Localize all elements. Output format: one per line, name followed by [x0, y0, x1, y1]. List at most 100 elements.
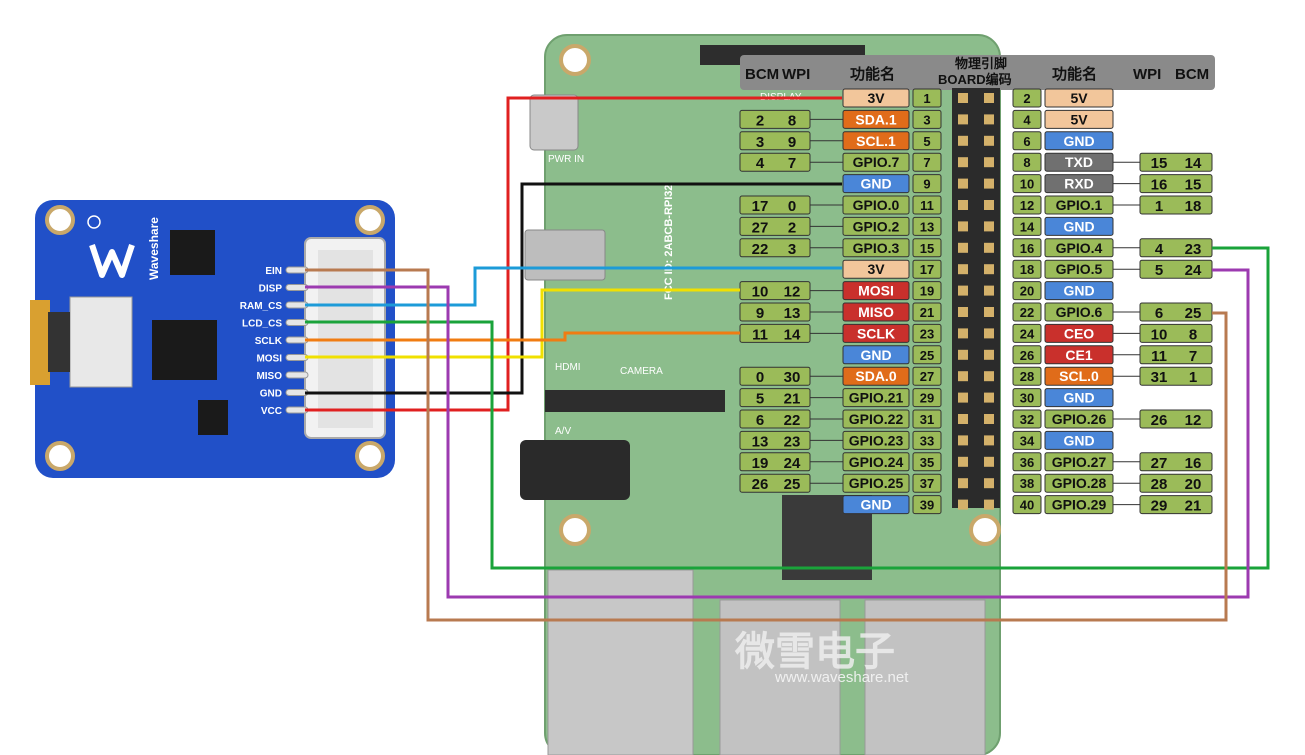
wpi-number: 15 [1151, 155, 1168, 172]
header-pin-even [984, 307, 994, 317]
header-pin-even [984, 392, 994, 403]
pin-number-box [912, 495, 942, 515]
header-pin-even [984, 285, 994, 296]
bcm-number: 15 [1185, 177, 1202, 194]
bcm-number: 14 [1185, 155, 1202, 172]
header-pin-even [984, 135, 994, 146]
module-pin-label: LCD_CS [242, 319, 282, 330]
pin-number: 36 [1020, 455, 1034, 470]
pin-number: 12 [1020, 198, 1034, 213]
header-pin-odd [958, 456, 968, 467]
header-pin-even [984, 157, 994, 168]
module-pin-label: RAM_CS [240, 301, 283, 312]
pin-function: SDA.0 [855, 368, 896, 384]
hdmi-port [524, 229, 606, 281]
header-right-func: 功能名 [1052, 65, 1097, 83]
pin-function: GPIO.4 [1056, 240, 1103, 256]
bcm-number: 24 [1185, 262, 1202, 279]
module-pin-label: MISO [256, 371, 282, 382]
header-pin-even [984, 221, 994, 232]
bcm-number: 22 [752, 241, 769, 258]
pin-function-box [842, 495, 910, 515]
module-pin-label: DISP [259, 284, 283, 295]
pin-number: 3 [923, 112, 930, 127]
header-pin-even [984, 435, 994, 446]
header-pin-even [984, 264, 994, 275]
pin-function: GND [1063, 390, 1094, 406]
wpi-number: 24 [784, 455, 801, 472]
pin-number-box [1012, 473, 1042, 493]
waveshare-logo-icon [87, 215, 135, 278]
bcm-number: 23 [1185, 241, 1202, 258]
wpi-bcm-box [1139, 323, 1213, 343]
usb-port-1 [719, 599, 841, 755]
wire-mosi-pin19 [305, 288, 740, 359]
pin-number: 7 [923, 155, 930, 170]
pin-number-box [912, 409, 942, 429]
pin-number: 25 [920, 348, 934, 363]
pin-number-box [1012, 131, 1042, 151]
pin-function: 3V [867, 90, 885, 106]
module-pin [285, 319, 309, 326]
wpi-number: 27 [1151, 455, 1168, 472]
watermark-url: www.waveshare.net [774, 669, 909, 686]
header-pin-even [984, 328, 994, 339]
module-pin [285, 389, 309, 396]
pin-number-box [912, 430, 942, 450]
bcm-number: 27 [752, 219, 769, 236]
pin-function-box [1044, 430, 1114, 450]
module-pin [285, 266, 309, 274]
eeprom-chip [170, 230, 215, 275]
wires [305, 96, 1270, 622]
pin-function: GPIO.1 [1056, 197, 1103, 213]
pin-number: 30 [1020, 391, 1034, 406]
header-pin-odd [958, 242, 968, 253]
camera-label: CAMERA [620, 366, 663, 377]
bcm-number: 9 [756, 305, 764, 322]
bcm-number: 1 [1189, 369, 1197, 386]
bcm-number: 21 [1185, 498, 1202, 515]
pin-function: GPIO.26 [1052, 411, 1107, 427]
header-pin-odd [958, 178, 968, 189]
wire-ramcs-pin17 [305, 266, 842, 307]
gpio-header [952, 88, 1000, 510]
wpi-number: 1 [1155, 198, 1163, 215]
bcm-number: 0 [756, 369, 764, 386]
bcm-wpi-box [739, 195, 811, 215]
driver-chip [152, 320, 217, 380]
hdmi-label: HDMI [555, 362, 581, 373]
bcm-number: 4 [756, 155, 765, 172]
wpi-number: 22 [784, 412, 801, 429]
header-pin-odd [958, 135, 968, 146]
pin-number: 31 [920, 412, 934, 427]
header-pin-even [984, 456, 994, 467]
header-left-wpi: WPI [782, 66, 810, 83]
pin-function: 3V [867, 261, 885, 277]
pin-number-box [912, 473, 942, 493]
wpi-number: 21 [784, 391, 801, 408]
pin-number-box [912, 452, 942, 472]
pin-number: 17 [920, 262, 934, 277]
pin-number: 23 [920, 326, 934, 341]
pin-function-box [842, 174, 910, 194]
module-pin [285, 371, 309, 379]
pin-number: 10 [1020, 177, 1034, 192]
pin-number-box [1012, 388, 1042, 408]
wpi-number: 2 [788, 219, 796, 236]
pin-function: MOSI [858, 283, 894, 299]
pin-function: GND [860, 497, 891, 513]
wire-lcdcs-pin16 [305, 246, 1270, 570]
pin-number: 15 [920, 241, 934, 256]
bcm-number: 7 [1189, 348, 1197, 365]
